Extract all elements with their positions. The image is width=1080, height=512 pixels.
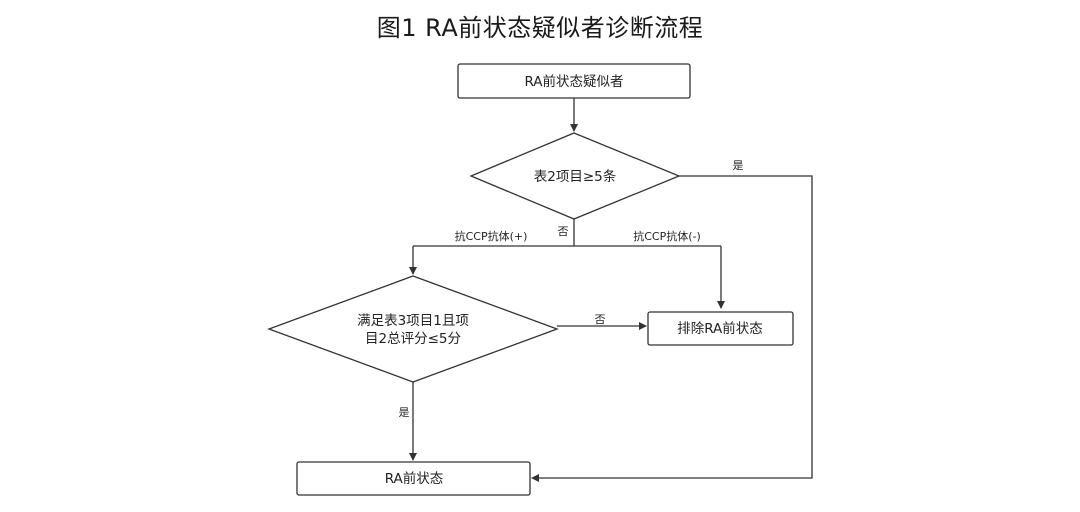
exclude-box	[647, 311, 794, 346]
decision1-no-label: 否	[558, 225, 569, 238]
decision2-diamond	[267, 275, 559, 383]
decision2-label-line1: 满足表3项目1且项	[357, 313, 469, 329]
decision1-label: 表2项目≥5条	[534, 168, 617, 185]
start-label: RA前状态疑似者	[524, 73, 623, 90]
ccp-positive-label: 抗CCP抗体(+)	[455, 229, 528, 243]
page-title: 图1 RA前状态疑似者诊断流程	[376, 14, 704, 42]
result-label: RA前状态	[385, 470, 444, 487]
ccp-negative-label: 抗CCP抗体(-)	[633, 229, 701, 243]
decision2-label-line2: 目2总评分≤5分	[365, 331, 461, 347]
decision1-yes-label: 是	[733, 159, 744, 172]
result-box	[296, 461, 531, 496]
decision2-yes-label: 是	[399, 406, 410, 419]
exclude-label: 排除RA前状态	[677, 320, 763, 337]
decision2-no-label: 否	[595, 313, 606, 326]
edge-decision1-yes	[531, 175, 813, 482]
